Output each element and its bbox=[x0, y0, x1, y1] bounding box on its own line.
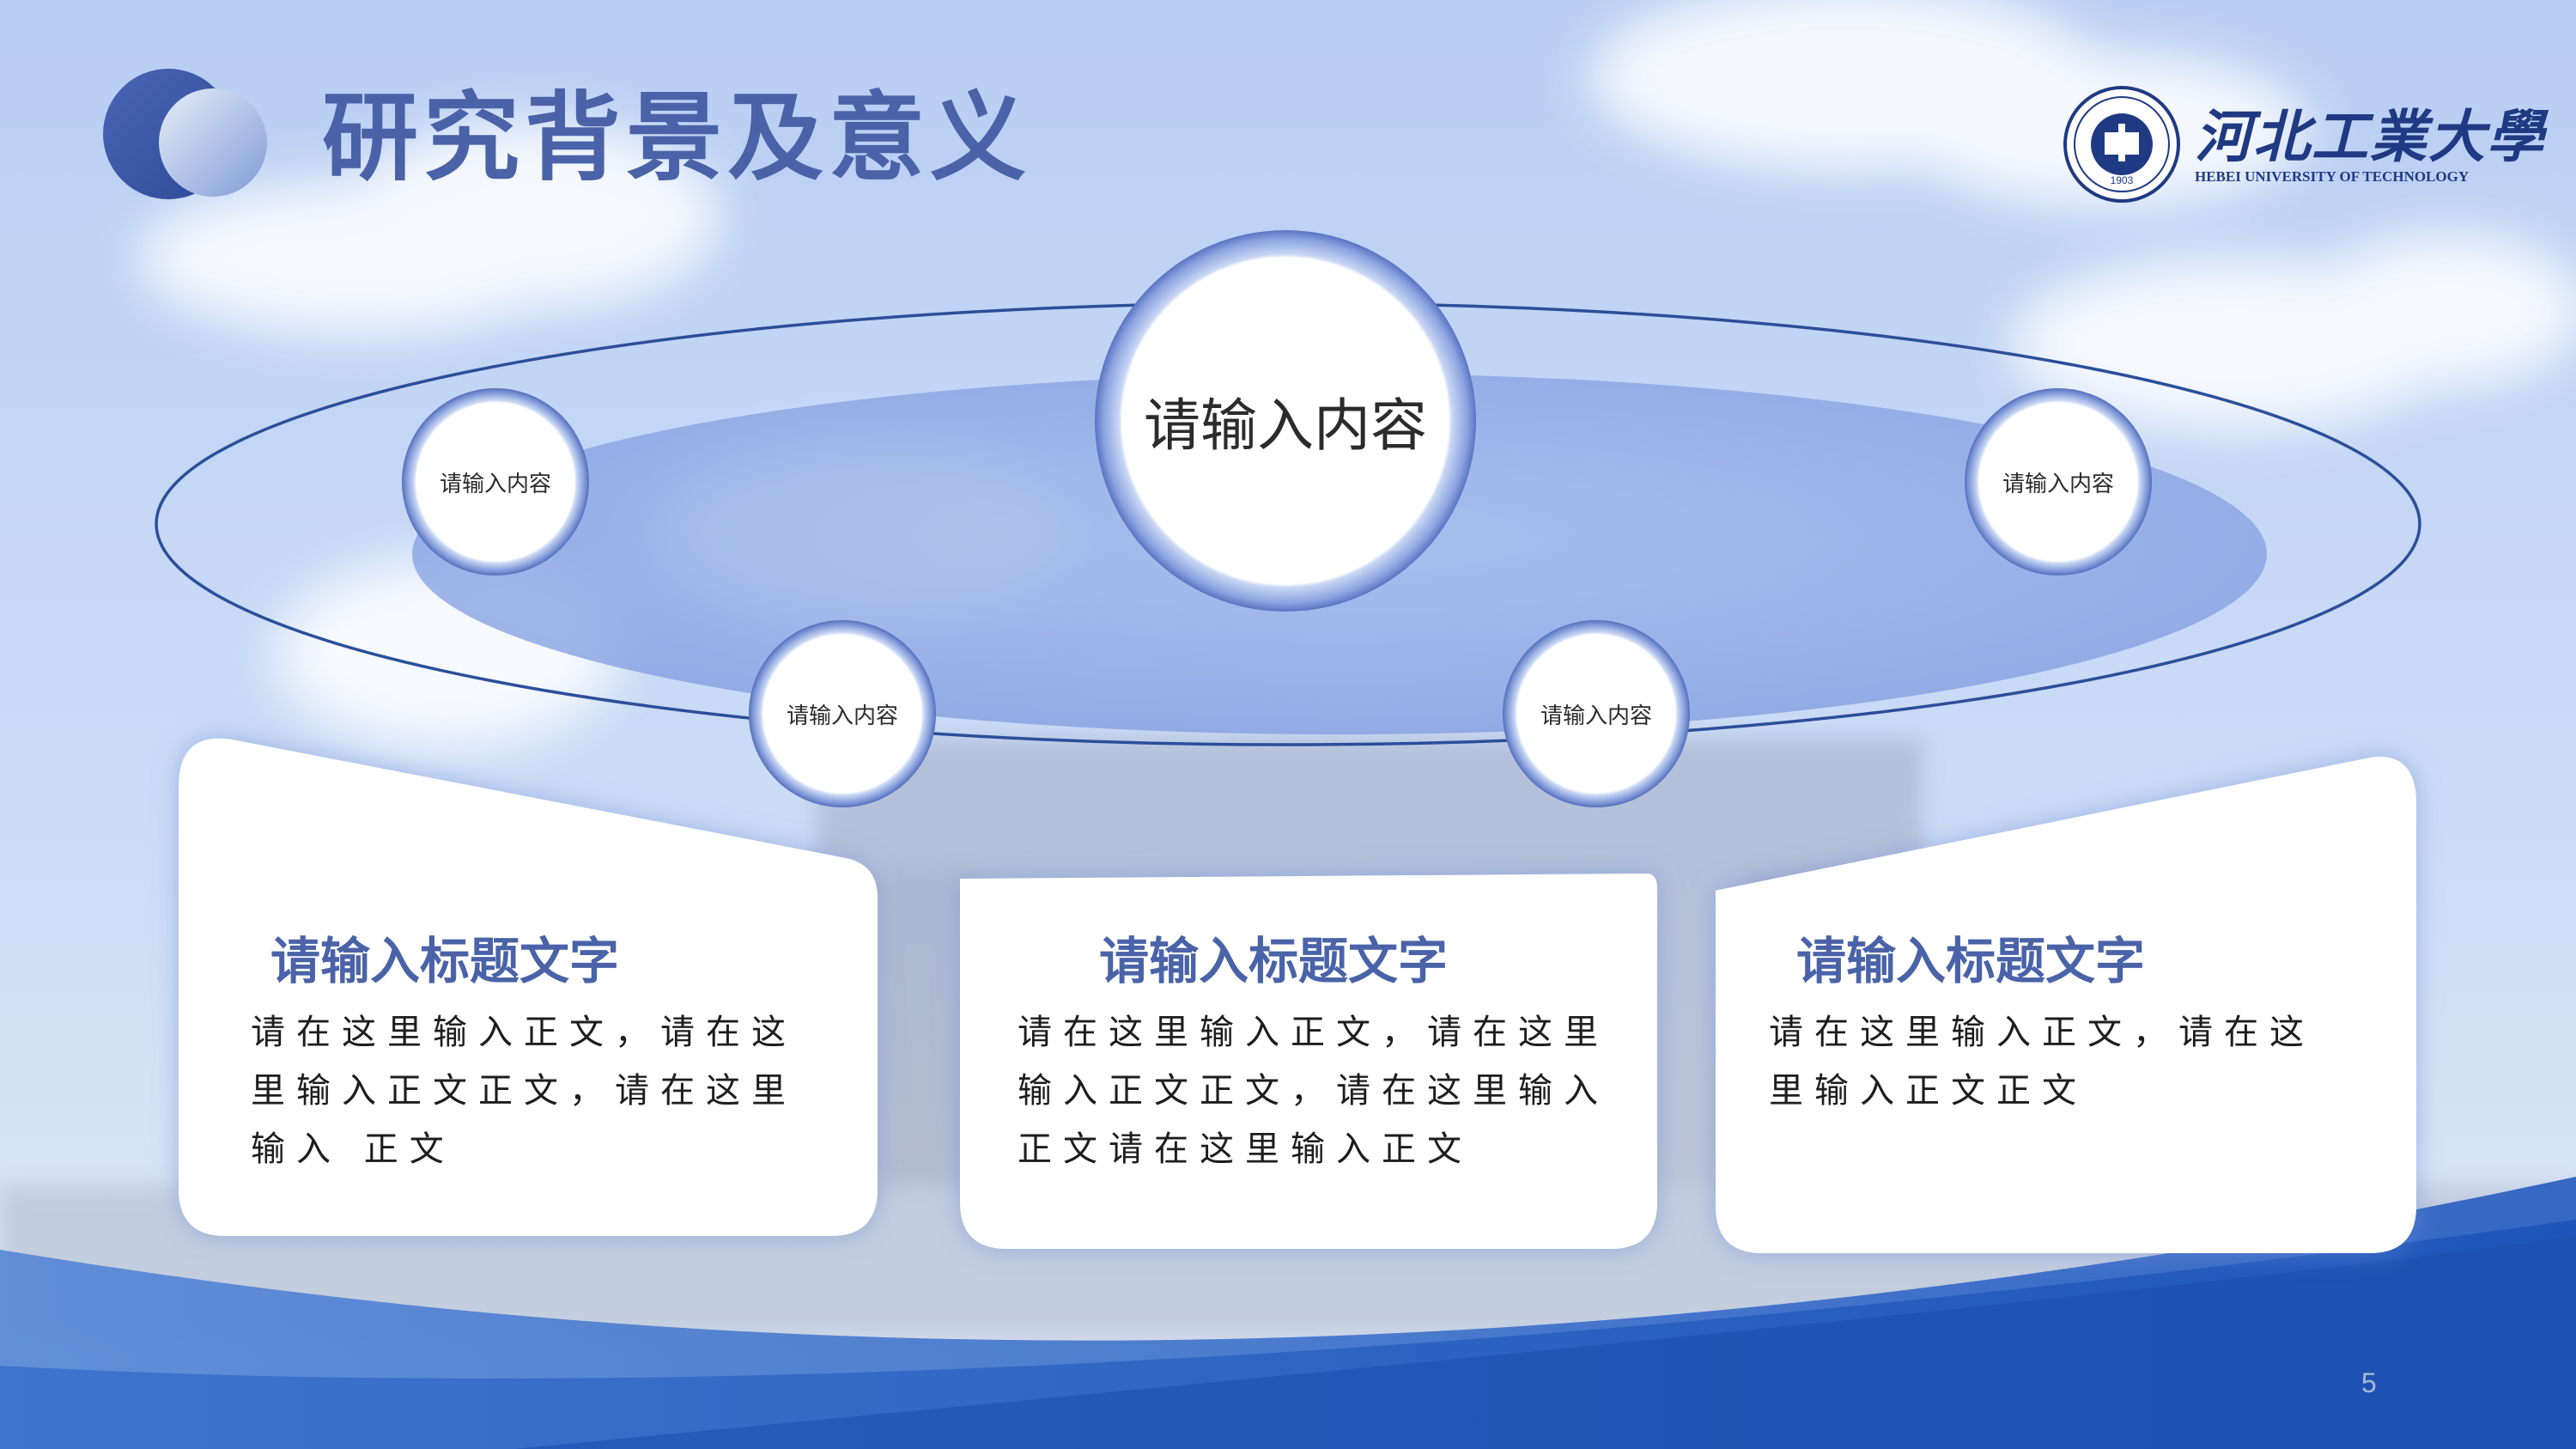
logo-chinese-name: 河北工業大學 bbox=[2195, 103, 2545, 170]
card-1-body: 请在这里输入正文，请在这 里输入正文正文，请在这里 输入 正文 bbox=[251, 1003, 797, 1178]
card-body-line: 输入正文正文，请在这里输入 bbox=[1018, 1071, 1609, 1111]
page-number: 5 bbox=[2361, 1367, 2377, 1398]
card-3-body: 请在这里输入正文，请在这 里输入正文正文 bbox=[1769, 1003, 2315, 1120]
satellite-node-4: 请输入内容 bbox=[1503, 620, 1690, 807]
card-1: 请输入标题文字 bbox=[270, 921, 619, 993]
card-title: 请输入标题文字 bbox=[270, 932, 620, 990]
satellite-node-label: 请输入内容 bbox=[786, 703, 898, 729]
card-2: 请输入标题文字 bbox=[1099, 921, 1448, 993]
card-body-line: 正文请在这里输入正文 bbox=[1018, 1129, 1473, 1169]
card-3: 请输入标题文字 bbox=[1796, 921, 2145, 993]
header-circles-icon bbox=[103, 69, 267, 199]
satellite-node-3: 请输入内容 bbox=[749, 620, 936, 807]
wave-highlight bbox=[515, 1237, 2576, 1449]
university-logo: 1903 bbox=[2063, 86, 2180, 203]
satellite-node-label: 请输入内容 bbox=[2002, 471, 2114, 497]
logo-english-name: HEBEI UNIVERSITY OF TECHNOLOGY bbox=[2195, 168, 2470, 185]
center-node-label: 请输入内容 bbox=[1144, 393, 1427, 459]
satellite-node-1: 请输入内容 bbox=[402, 388, 589, 575]
card-2-body: 请在这里输入正文，请在这里 输入正文正文，请在这里输入 正文请在这里输入正文 bbox=[1018, 1003, 1609, 1178]
card-body-line: 里输入正文正文 bbox=[1769, 1071, 2087, 1111]
svg-text:1903: 1903 bbox=[2111, 174, 2134, 186]
card-body-line: 输入 正文 bbox=[251, 1129, 455, 1169]
card-body-line: 请在这里输入正文，请在这里 bbox=[1018, 1013, 1609, 1052]
center-node: 请输入内容 bbox=[1095, 230, 1476, 612]
card-body-line: 请在这里输入正文，请在这 bbox=[251, 1013, 797, 1052]
card-body-line: 请在这里输入正文，请在这 bbox=[1769, 1013, 2315, 1052]
page-title: 研究背景及意义 bbox=[322, 82, 1031, 194]
card-body-line: 里输入正文正文，请在这里 bbox=[251, 1071, 797, 1111]
card-title: 请输入标题文字 bbox=[1099, 932, 1449, 990]
satellite-node-2: 请输入内容 bbox=[1965, 388, 2152, 575]
satellite-node-label: 请输入内容 bbox=[1540, 703, 1652, 729]
satellite-node-label: 请输入内容 bbox=[439, 471, 551, 497]
card-title: 请输入标题文字 bbox=[1796, 932, 2146, 990]
